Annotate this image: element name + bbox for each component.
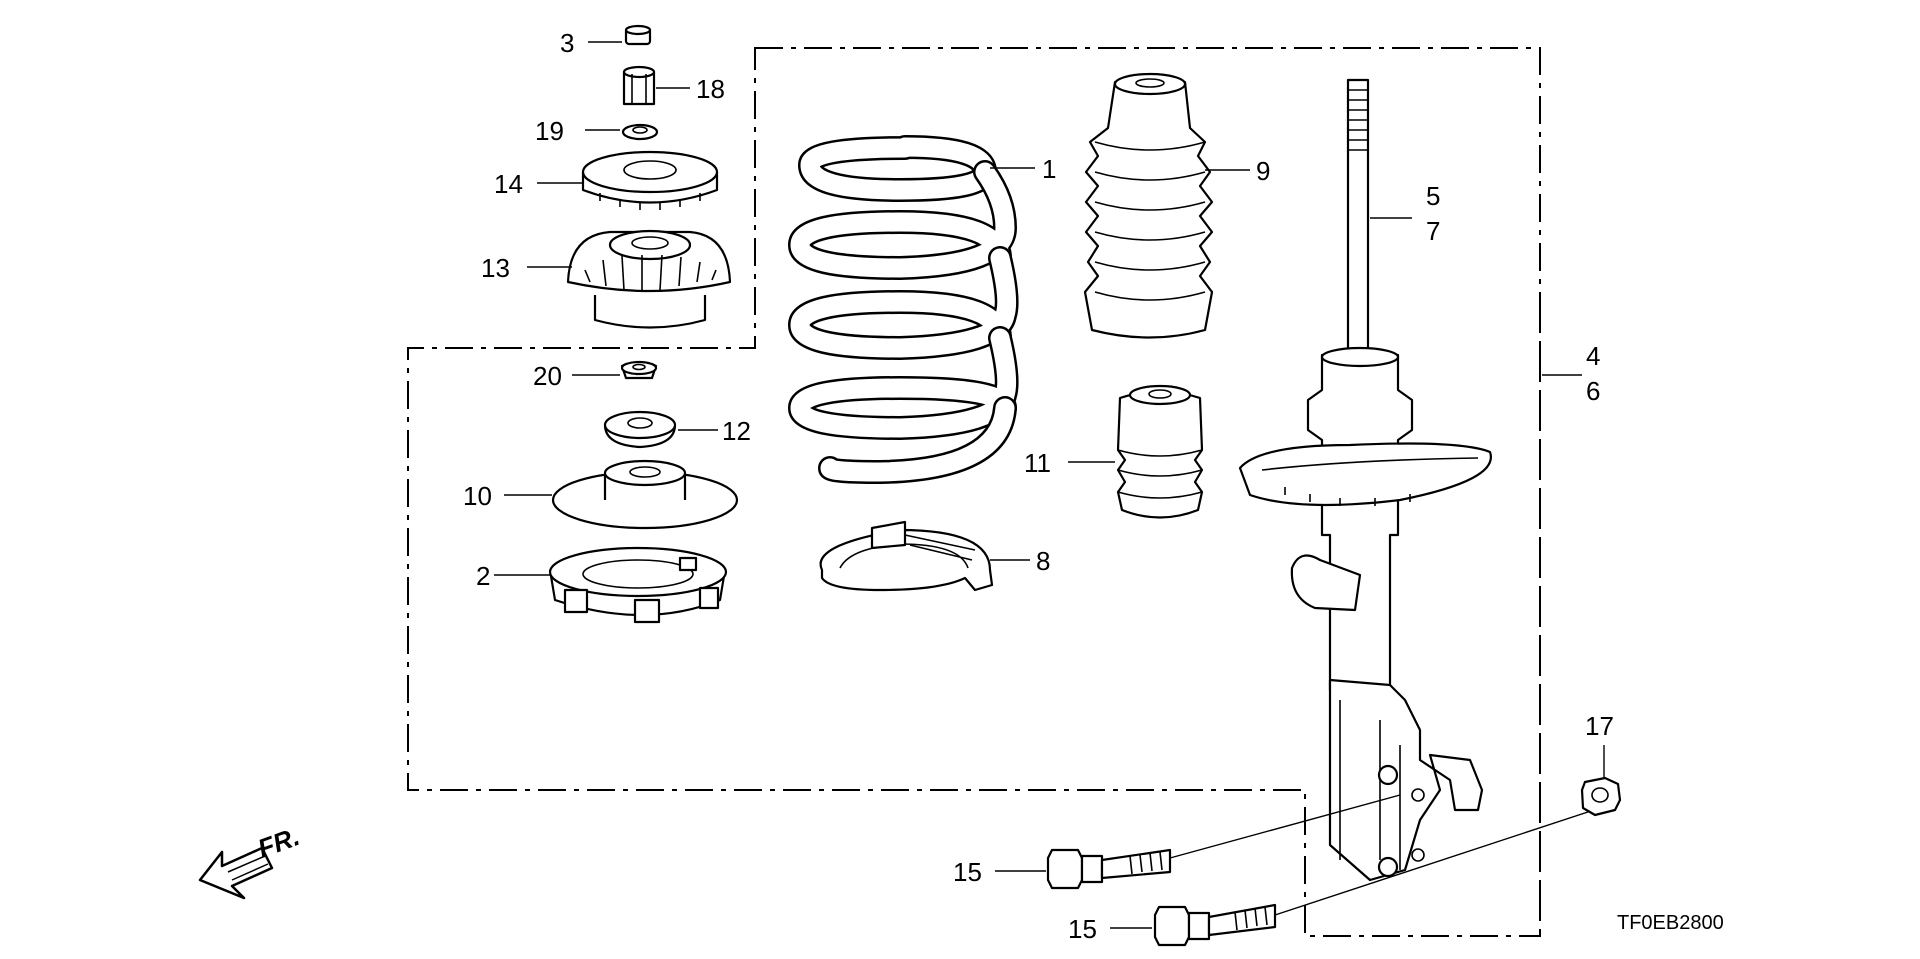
callout-part-9: 9 [1256,156,1270,186]
callout-part-15-lower: 15 [1068,914,1097,944]
coil-spring-part-1 [787,135,1019,485]
callout-part-20: 20 [533,361,562,391]
callout-part-13: 13 [481,253,510,283]
bushing-part-12 [603,410,677,449]
diagram-code: TF0EB2800 [1617,912,1724,934]
callout-part-2: 2 [476,561,490,591]
flange-nut-part-17 [1580,776,1622,817]
callout-part-17: 17 [1585,711,1614,741]
mount-part-13 [566,229,732,329]
spring-seat-part-2 [548,546,728,624]
callout-part-1: 1 [1042,154,1056,184]
bolt-part-15-upper [1046,794,1401,890]
callout-part-4: 4 [1586,341,1600,371]
bump-stop-part-11 [1116,384,1204,519]
nut-part-20 [620,360,658,380]
callout-part-8: 8 [1036,546,1050,576]
leader-lines [494,41,1605,929]
callout-part-3: 3 [560,28,574,58]
front-arrow-icon [198,846,274,900]
bolt-part-15-lower [1153,807,1601,947]
callout-part-15-upper: 15 [953,857,982,887]
callout-part-11: 11 [1024,448,1051,478]
ring-part-14 [581,150,719,210]
callout-part-7: 7 [1426,216,1440,246]
strut-assembly-part-4 [1238,78,1492,882]
front-label: FR. [254,821,304,864]
callout-part-19: 19 [535,116,564,146]
washer-part-19 [621,123,659,141]
callout-part-18: 18 [696,74,725,104]
callout-part-14: 14 [494,169,523,199]
callout-part-12: 12 [722,416,751,446]
callout-part-5: 5 [1426,181,1440,211]
collar-part-18 [622,65,656,106]
spring-seat-part-10 [551,459,739,530]
strut-rod-part-5 [1346,78,1370,362]
dust-boot-part-9 [1083,72,1214,339]
cap-part-3 [624,24,652,46]
spring-pad-part-8 [819,520,994,592]
callout-part-10: 10 [463,481,492,511]
callout-part-6: 6 [1586,376,1600,406]
